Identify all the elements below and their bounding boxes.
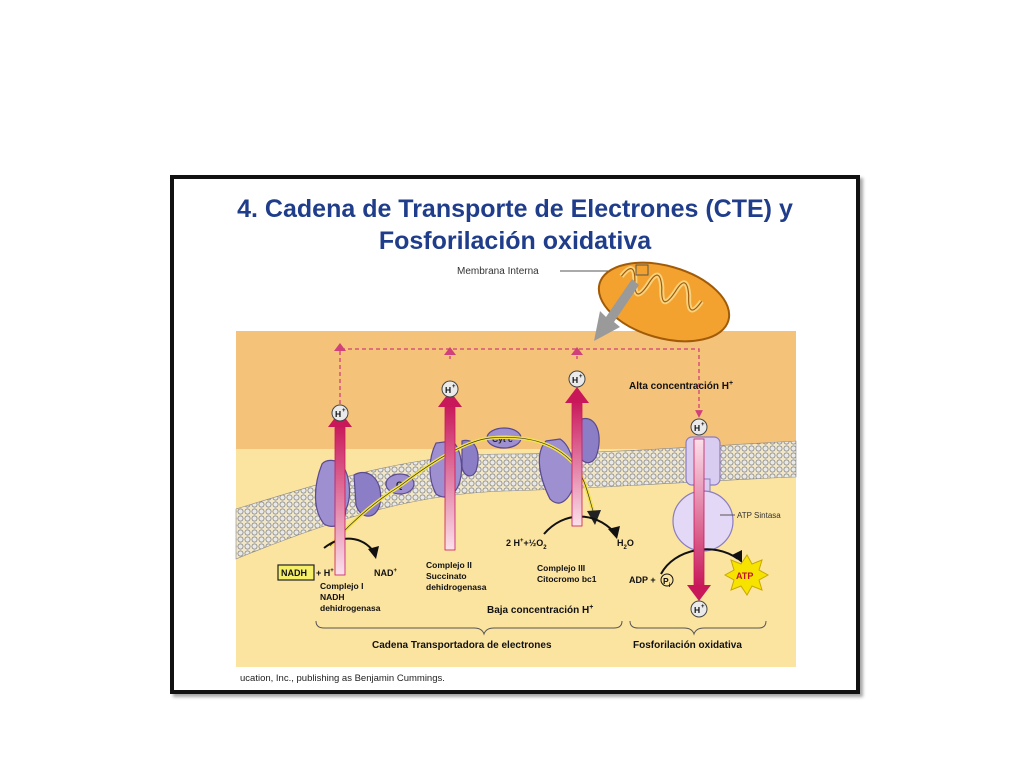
dashed-head-c3	[571, 347, 583, 355]
svg-text:H: H	[694, 605, 700, 615]
complex-2-label: Complejo II Succinato dehidrogenasa	[426, 560, 487, 592]
etc-brace	[315, 620, 623, 636]
etc-diagram: Membrana Interna	[235, 261, 797, 667]
svg-text:Citocromo bc1: Citocromo bc1	[537, 574, 597, 584]
svg-text:dehidrogenasa: dehidrogenasa	[320, 603, 381, 613]
svg-text:+: +	[452, 384, 456, 390]
svg-text:Complejo III: Complejo III	[537, 563, 585, 573]
h-ion-c2: H +	[441, 380, 459, 398]
h-ion-c1: H +	[331, 404, 349, 422]
svg-text:NADH: NADH	[320, 592, 345, 602]
proton-head-atp	[687, 585, 711, 601]
complex-3-label: Complejo III Citocromo bc1	[537, 563, 597, 584]
slide-title-line-1: 4. Cadena de Transporte de Electrones (C…	[237, 195, 793, 223]
nadh-box	[277, 564, 315, 581]
nad-label: NAD+	[374, 568, 398, 578]
h-ion-atp-bottom: H +	[690, 600, 708, 618]
svg-text:dehidrogenasa: dehidrogenasa	[426, 582, 487, 592]
svg-text:+: +	[701, 422, 705, 428]
atp-reaction-head	[732, 550, 742, 563]
electron-flow-head	[587, 510, 601, 525]
svg-text:+: +	[701, 604, 705, 610]
proton-shaft-c2	[444, 404, 456, 551]
adp-pi-label: ADP +	[629, 575, 656, 585]
h-ion-c3: H +	[568, 370, 586, 388]
image-credit: ucation, Inc., publishing as Benjamin Cu…	[240, 673, 445, 684]
slide-frame: 4. Cadena de Transporte de Electrones (C…	[170, 175, 860, 694]
nadh-label: NADH	[281, 568, 307, 578]
svg-text:+: +	[342, 408, 346, 414]
nadh-plus-h-label: + H+	[316, 568, 334, 578]
svg-text:Succinato: Succinato	[426, 571, 467, 581]
proton-shaft-c3	[571, 400, 583, 527]
proton-dashed-path	[339, 348, 703, 418]
atp-synthase-label: ATP Sintasa	[737, 511, 781, 520]
etc-bottom-label: Cadena Transportadora de electrones	[372, 640, 552, 651]
low-concentration-label: Baja concentración H+	[487, 604, 593, 616]
slide-title-line-2: Fosforilación oxidativa	[378, 227, 652, 255]
pi-label: Pi	[663, 576, 671, 589]
proton-head-c2	[438, 391, 462, 407]
pi-circle	[660, 573, 674, 587]
atp-burst	[723, 554, 770, 596]
svg-text:H: H	[335, 409, 341, 419]
oxphos-bottom-label: Fosforilación oxidativa	[633, 640, 742, 651]
oxphos-brace	[629, 620, 767, 636]
membrane-label: Membrana Interna	[457, 266, 539, 277]
svg-text:+: +	[579, 374, 583, 380]
nadh-reaction-head	[368, 546, 379, 559]
zoom-arrow	[594, 279, 639, 341]
h2o-label: H2O	[617, 538, 634, 551]
svg-text:Complejo I: Complejo I	[320, 581, 363, 591]
dashed-head-c1	[334, 343, 346, 351]
proton-shaft-c1	[334, 424, 346, 576]
o2-reaction-head	[608, 526, 620, 539]
atp-label: ATP	[736, 571, 753, 581]
dashed-head-c2	[444, 347, 456, 355]
proton-shaft-atp	[693, 438, 705, 588]
complex-1-label: Complejo I NADH dehidrogenasa	[320, 581, 381, 613]
svg-text:H: H	[694, 423, 700, 433]
svg-text:H: H	[445, 385, 451, 395]
proton-head-c3	[565, 387, 589, 403]
svg-text:Complejo II: Complejo II	[426, 560, 472, 570]
high-concentration-label: Alta concentración H+	[629, 380, 733, 392]
two-h-half-o2-label: 2 H++½O2	[506, 538, 547, 551]
svg-text:H: H	[572, 375, 578, 385]
h-ion-atp-top: H +	[690, 418, 708, 436]
